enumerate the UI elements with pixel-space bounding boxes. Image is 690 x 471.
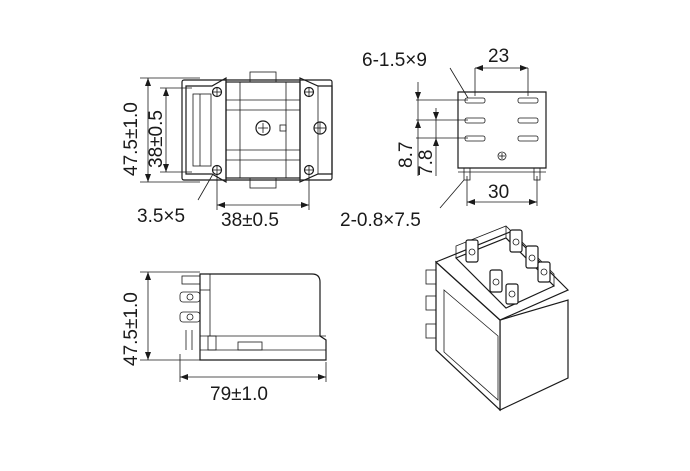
top-width-label: 38±0.5	[221, 210, 279, 231]
isometric-view	[425, 225, 570, 412]
top-height-inner-label: 38±0.5	[146, 110, 167, 168]
side-height-label: 47.5±1.0	[121, 292, 142, 366]
side-view	[140, 271, 327, 382]
iso-terminals	[465, 229, 551, 305]
row-pitch-a-label: 8.7	[396, 142, 417, 168]
row-pitch-b-label: 7.8	[416, 150, 437, 176]
pin-view	[415, 65, 547, 209]
top-view	[140, 71, 333, 210]
top-height-total-label: 47.5±1.0	[121, 102, 142, 176]
top-hole-label: 3.5×5	[137, 206, 185, 227]
pin-pitch-label: 23	[488, 46, 509, 67]
base-width-label: 30	[488, 182, 509, 203]
side-length-label: 79±1.0	[210, 384, 268, 405]
pin-spec-label: 6-1.5×9	[362, 50, 427, 71]
mount-pin-label: 2-0.8×7.5	[340, 210, 421, 231]
